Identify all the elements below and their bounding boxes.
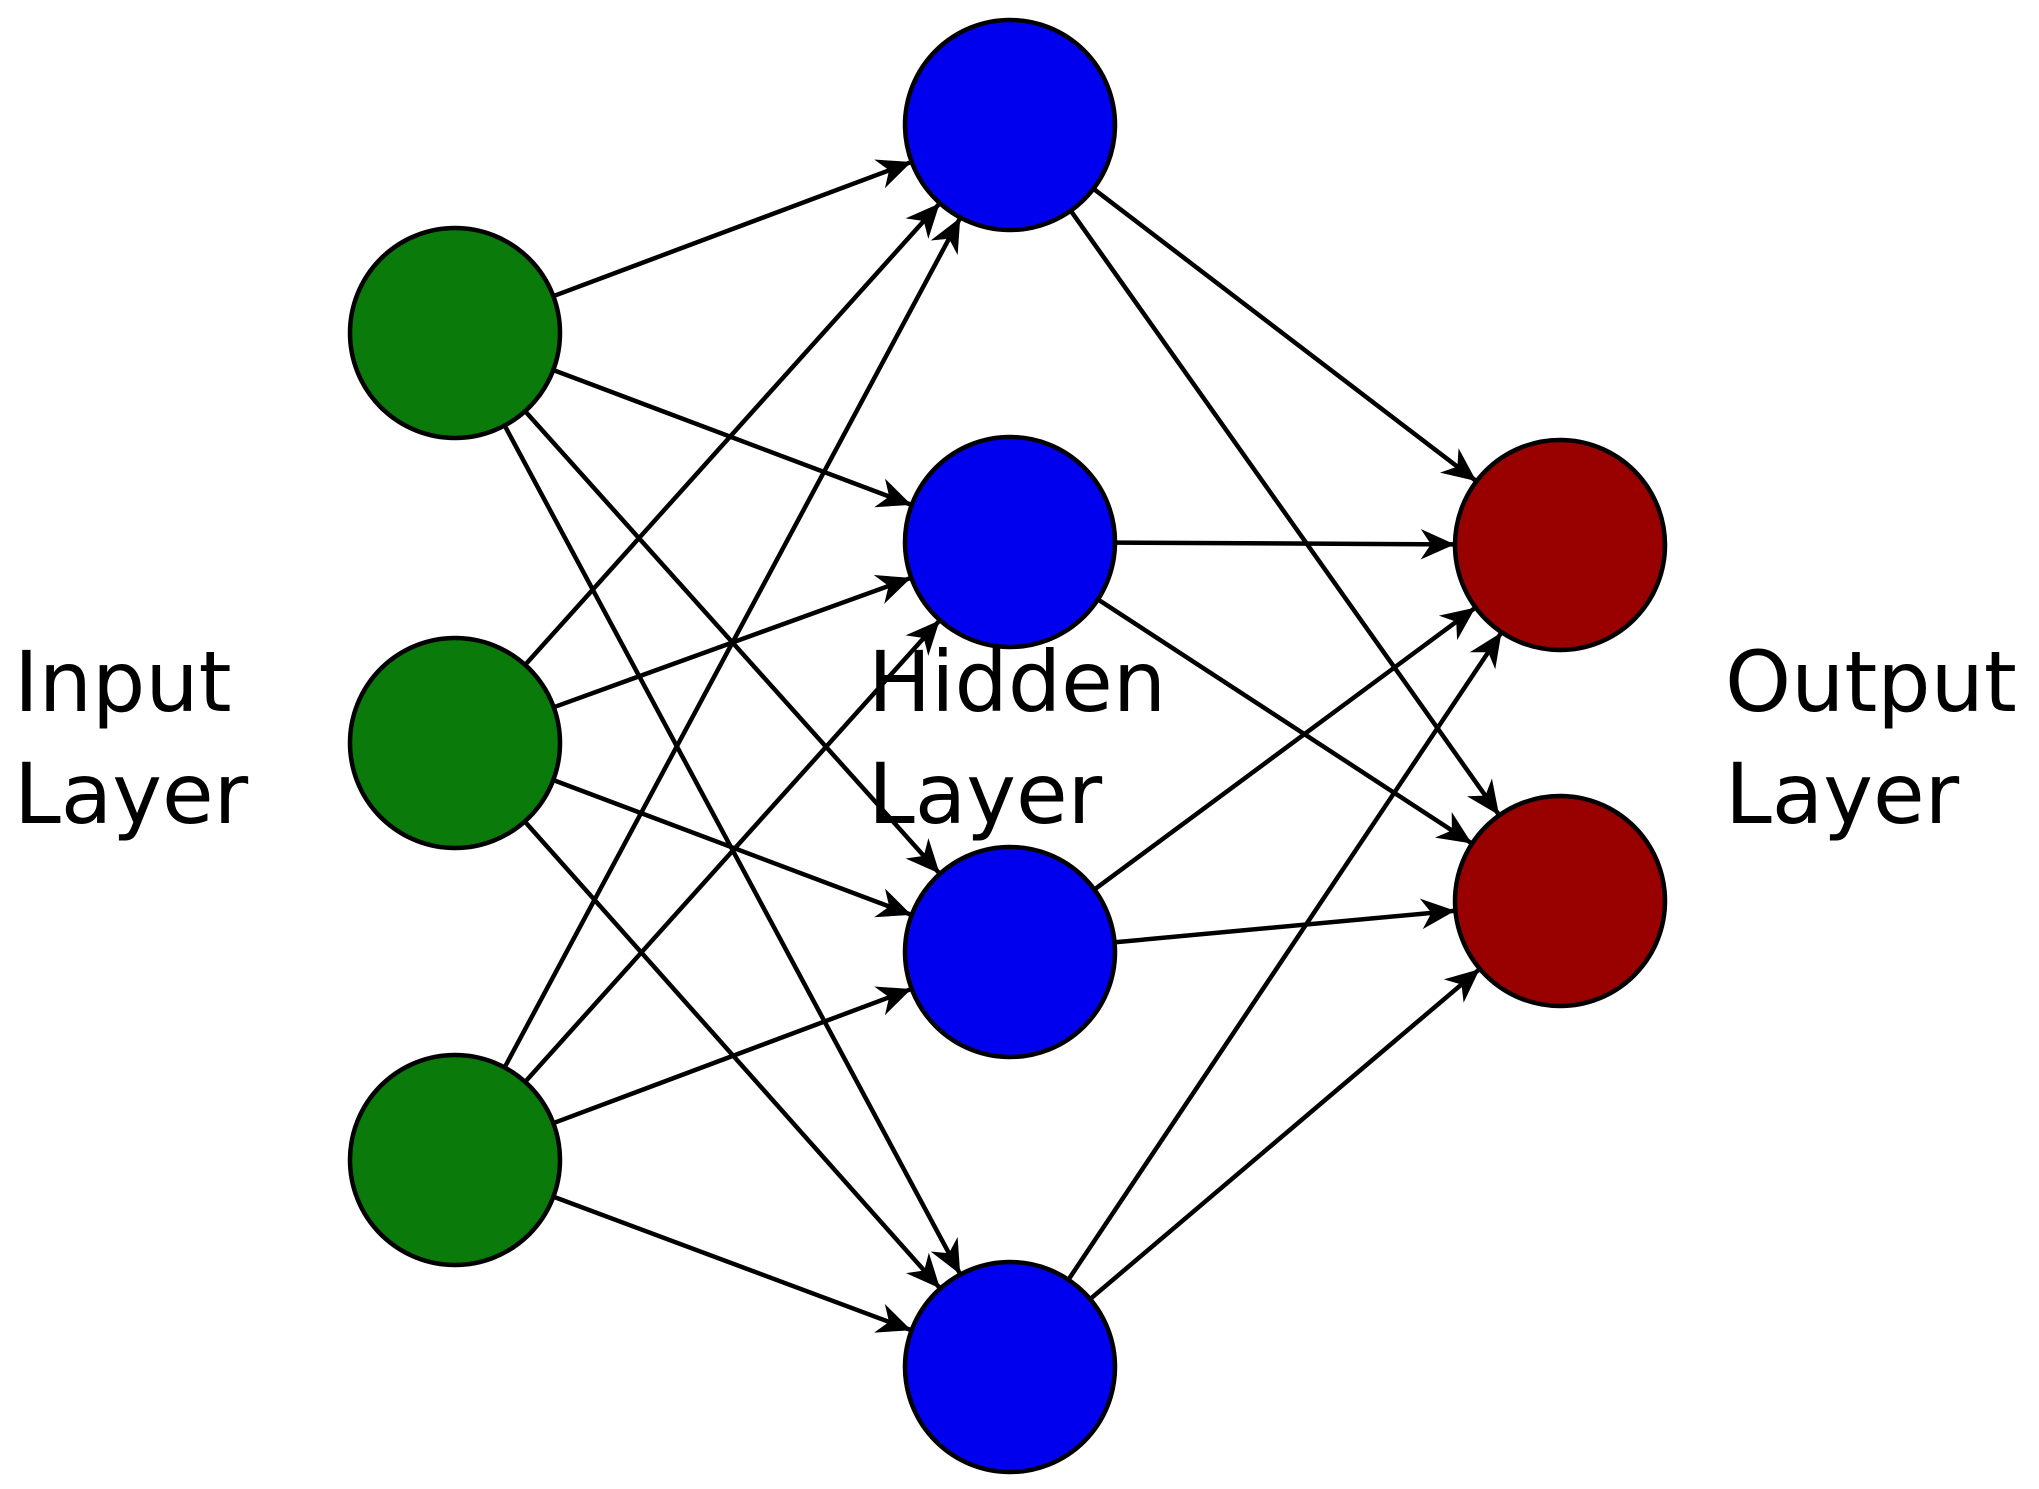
output-node-1 xyxy=(1452,437,1668,653)
hidden-node-3 xyxy=(902,844,1118,1060)
input-node-1 xyxy=(347,225,563,441)
edge-hidden1-to-output1 xyxy=(1093,188,1477,482)
output-layer-label-line2: Layer xyxy=(1725,745,1960,843)
edge-hidden2-to-output1 xyxy=(1116,528,1455,560)
edge-hidden4-to-output2 xyxy=(1090,968,1480,1300)
input-node-2 xyxy=(347,635,563,851)
edge-input1-to-hidden1 xyxy=(554,159,912,298)
edge-hidden3-to-output2 xyxy=(1116,898,1456,945)
output-node-2 xyxy=(1452,793,1668,1009)
edge-input3-to-hidden3 xyxy=(554,986,912,1125)
layer-nodes xyxy=(347,17,1668,1475)
output-layer-label-line1: Output xyxy=(1725,633,2017,731)
output-layer-label: Output Layer xyxy=(1725,626,2017,850)
connection-edges xyxy=(503,159,1503,1333)
edge-hidden1-to-output2 xyxy=(1070,210,1500,816)
hidden-layer-label-line1: Hidden xyxy=(868,633,1167,731)
edge-input3-to-hidden1 xyxy=(503,217,962,1067)
edge-input1-to-hidden2 xyxy=(554,368,912,508)
hidden-node-2 xyxy=(902,434,1118,650)
hidden-layer-label-line2: Layer xyxy=(868,745,1103,843)
edge-hidden3-to-output1 xyxy=(1094,606,1476,891)
input-layer-label-line2: Layer xyxy=(14,745,249,843)
edge-input2-to-hidden3 xyxy=(554,778,912,918)
input-layer-label-line1: Input xyxy=(14,633,232,731)
edge-hidden2-to-output2 xyxy=(1098,598,1472,845)
hidden-layer-label: Hidden Layer xyxy=(868,626,1166,850)
edge-input3-to-hidden2 xyxy=(524,620,941,1082)
input-node-3 xyxy=(347,1052,563,1268)
hidden-node-4 xyxy=(902,1259,1118,1475)
hidden-node-1 xyxy=(902,17,1118,233)
edge-input3-to-hidden4 xyxy=(554,1195,912,1333)
edge-input2-to-hidden1 xyxy=(524,203,941,665)
edge-hidden4-to-output1 xyxy=(1067,632,1503,1280)
input-layer-label: Input Layer xyxy=(14,626,248,850)
